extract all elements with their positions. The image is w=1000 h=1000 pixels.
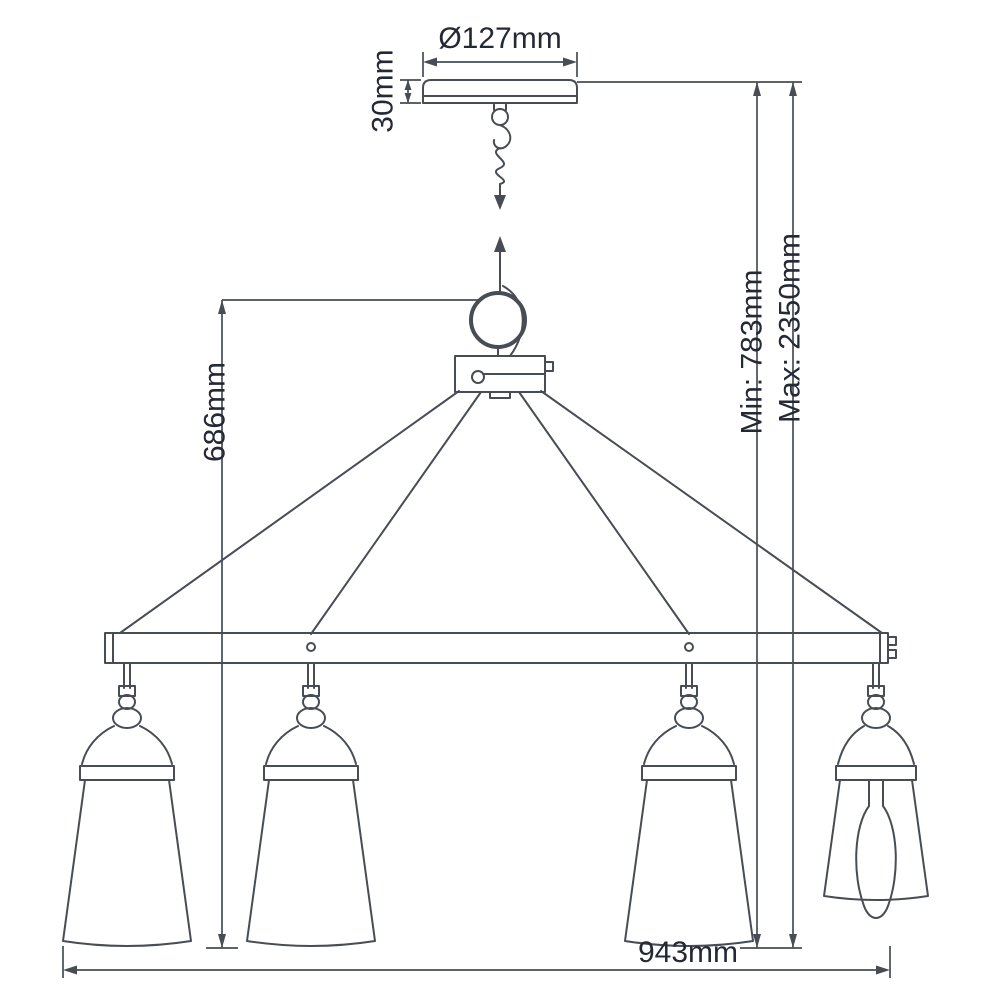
dim-canopy-height: 30mm xyxy=(367,49,421,133)
hanging-ring xyxy=(469,285,527,357)
chain-assembly xyxy=(491,102,512,294)
chain-break-symbol xyxy=(495,147,505,185)
support-rod xyxy=(310,391,482,635)
min-height-label: Min: 783mm xyxy=(736,269,769,434)
hook-icon xyxy=(492,124,512,150)
arrow-right-icon xyxy=(876,965,890,975)
support-rod xyxy=(119,390,460,634)
dim-body-height: 686mm xyxy=(199,299,478,949)
arrow-down-icon xyxy=(404,93,412,103)
arrow-up-icon xyxy=(404,80,412,90)
arrow-up-icon xyxy=(789,82,797,96)
arrow-down-icon xyxy=(753,934,761,948)
dim-width: 943mm xyxy=(62,936,891,978)
cord-wire xyxy=(502,285,524,357)
support-rod xyxy=(518,391,690,635)
arrow-right-icon xyxy=(563,57,577,67)
arrow-up-icon xyxy=(753,82,761,96)
dim-min-max-height: Min: 783mm Max: 2350mm xyxy=(577,81,807,949)
fixture-bar xyxy=(104,632,897,664)
body-height-label: 686mm xyxy=(199,362,232,462)
dim-canopy-diameter: Ø127mm xyxy=(422,22,578,77)
max-height-label: Max: 2350mm xyxy=(774,233,807,423)
arrow-up-icon xyxy=(218,300,226,314)
arrow-down-icon xyxy=(789,934,797,948)
ceiling-canopy xyxy=(422,79,578,104)
support-rod xyxy=(540,390,883,634)
lamp-shade-1 xyxy=(62,662,192,947)
canopy-diameter-label: Ø127mm xyxy=(438,22,561,55)
arrow-left-icon xyxy=(63,965,77,975)
arrow-down-icon xyxy=(494,195,506,210)
width-label: 943mm xyxy=(638,936,738,969)
lamp-shade-4 xyxy=(823,662,929,919)
arrow-left-icon xyxy=(423,57,437,67)
center-hub xyxy=(454,355,554,399)
chain-link-icon xyxy=(491,108,509,126)
lamp-shade-3 xyxy=(624,662,754,947)
support-rods xyxy=(119,390,883,635)
canopy-height-label: 30mm xyxy=(367,49,400,132)
arrow-down-icon xyxy=(218,934,226,948)
lamp-shade-2 xyxy=(246,662,376,947)
